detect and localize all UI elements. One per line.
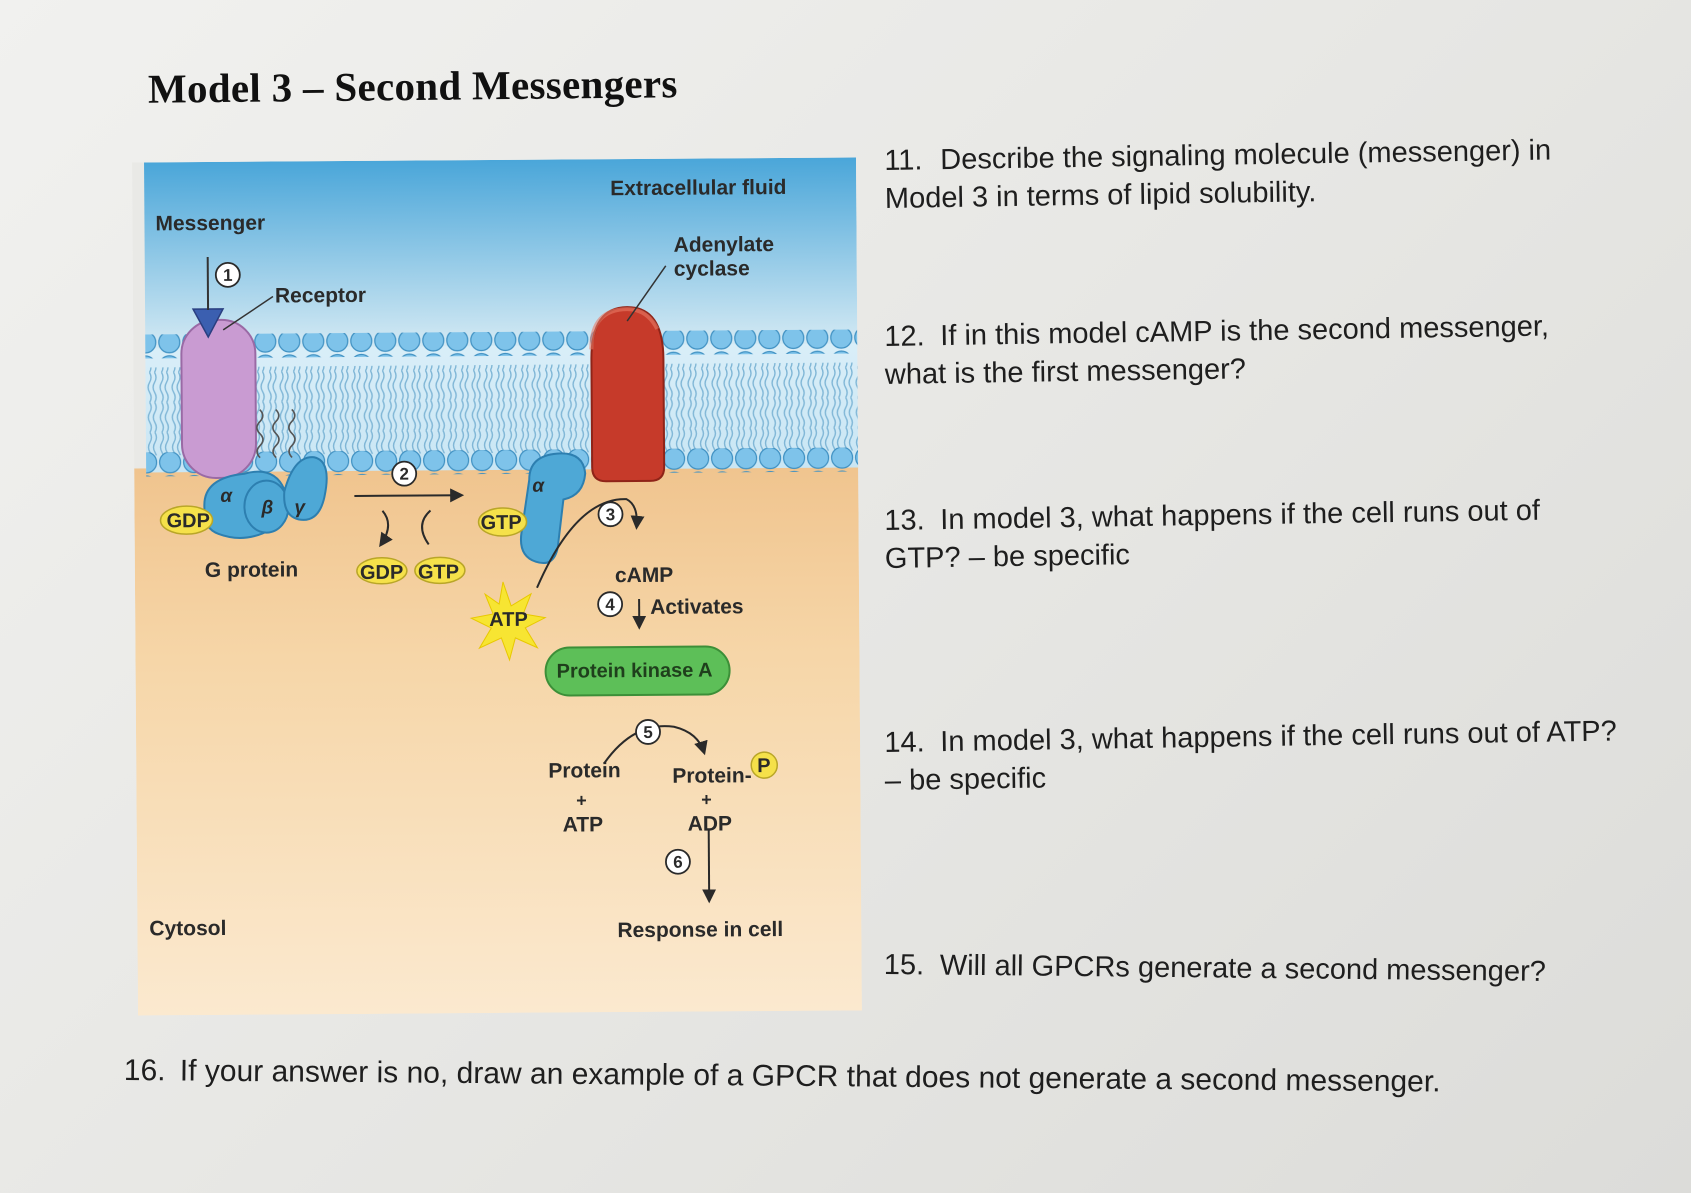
question-14: 14.In model 3, what happens if the cell … (884, 715, 1617, 797)
step-2-label: 2 (399, 465, 409, 484)
adenylate-label-2: cyclase (674, 257, 750, 281)
g-alpha-gtp (477, 452, 587, 565)
signaling-diagram: 1 2 3 4 5 6 Extracellular fluid Messenge… (132, 157, 862, 1016)
alpha-label: α (220, 486, 233, 507)
pka-label: Protein kinase A (557, 659, 713, 682)
question-13: 13.In model 3, what happens if the cell … (884, 494, 1541, 575)
step-3-label: 3 (606, 505, 616, 524)
cytosol-label: Cytosol (149, 917, 226, 941)
gdp-mid-label: GDP (360, 562, 403, 584)
messenger-label: Messenger (155, 212, 265, 236)
gtp-alpha-label: GTP (480, 512, 521, 534)
gamma-label: γ (294, 497, 306, 518)
atp-product-label: ATP (563, 813, 604, 836)
activates-label: Activates (650, 595, 744, 619)
step-4-label: 4 (605, 595, 615, 614)
protein-label: Protein (548, 759, 621, 783)
alpha-2-label: α (532, 476, 545, 497)
extracellular-label: Extracellular fluid (610, 176, 786, 200)
extracellular-region (144, 157, 858, 353)
camp-label: cAMP (615, 564, 674, 587)
g-protein (159, 456, 328, 539)
adp-label: ADP (688, 812, 733, 835)
gtp-mid-label: GTP (418, 561, 459, 583)
atp-star (469, 581, 547, 662)
cytosol-region (134, 463, 862, 1016)
beta-label: β (260, 498, 273, 519)
plus-1-label: + (576, 790, 587, 810)
step-1-label: 1 (223, 266, 233, 285)
step-5-label: 5 (643, 723, 653, 742)
protein-kinase-a (544, 645, 731, 697)
plus-2-label: + (701, 790, 712, 810)
protein-p-label: Protein- (672, 764, 752, 788)
adenylate-cyclase (589, 265, 667, 483)
receptor-label: Receptor (275, 284, 366, 308)
step-6-label: 6 (673, 853, 683, 872)
question-16: 16.If your answer is no, draw an example… (123, 1053, 1441, 1099)
gdp-label: GDP (166, 510, 209, 532)
response-label: Response in cell (617, 918, 783, 942)
question-12: 12.If in this model cAMP is the second m… (884, 310, 1550, 391)
adenylate-label-1: Adenylate (674, 233, 775, 257)
receptor-protein (180, 318, 296, 479)
page-title: Model 3 – Second Messengers (147, 60, 678, 112)
phosphate-badge (750, 751, 779, 779)
question-11: 11.Describe the signaling molecule (mess… (884, 134, 1552, 215)
g-protein-label: G protein (205, 558, 299, 582)
question-15: 15.Will all GPCRs generate a second mess… (883, 948, 1546, 988)
p-badge-label: P (757, 755, 770, 777)
atp-star-label: ATP (489, 609, 528, 631)
